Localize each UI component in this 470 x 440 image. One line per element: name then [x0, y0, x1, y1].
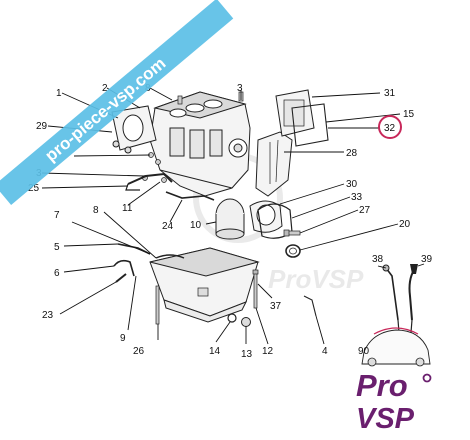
upper-gasket [291, 103, 329, 147]
callout-29: 29 [36, 121, 48, 132]
callout-2: 2 [102, 83, 108, 94]
watermark-text: pro-piece-vsp.com [41, 54, 169, 166]
logo-bottom: VSP [356, 403, 415, 435]
leader-lines [41, 87, 425, 345]
drain-plug [227, 313, 251, 327]
callout-7: 7 [54, 210, 60, 221]
callout-27: 27 [359, 205, 371, 216]
callout-25: 25 [28, 183, 40, 194]
callout-33: 33 [351, 192, 363, 203]
callout-30: 30 [346, 179, 358, 190]
vehicle-sketch [361, 327, 431, 367]
callout-9: 9 [120, 333, 126, 344]
clip-4 [303, 295, 317, 317]
oil-filter [215, 198, 245, 240]
brand-logo: Pro VSP [356, 368, 432, 435]
callout-labels: 1 2 8 3 29 3 25 11 24 10 31 15 32 28 30 … [28, 83, 433, 360]
callout-26: 26 [133, 346, 145, 357]
upper-cover [275, 89, 315, 137]
callout-3-top: 3 [237, 83, 243, 94]
o-ring [285, 244, 301, 258]
callout-6: 6 [54, 268, 60, 279]
callout-24: 24 [162, 221, 174, 232]
callout-8: 8 [93, 205, 99, 216]
callout-38: 38 [372, 254, 384, 265]
callout-12: 12 [262, 346, 274, 357]
callout-14: 14 [209, 346, 221, 357]
callout-13: 13 [241, 349, 253, 360]
pan-bolts [155, 269, 259, 325]
callout-37: 37 [270, 301, 282, 312]
bolt-23 [115, 273, 127, 283]
svg-text:ProVSP: ProVSP [268, 264, 364, 294]
callout-1: 1 [56, 88, 62, 99]
callout-32-highlight [378, 115, 402, 139]
timing-cover [255, 131, 293, 197]
callout-11: 11 [122, 203, 133, 214]
callout-20: 20 [399, 219, 411, 230]
callout-90: 90 [358, 346, 370, 357]
guide-rod [165, 191, 215, 201]
callout-5: 5 [54, 242, 60, 253]
callout-39: 39 [421, 254, 433, 265]
rear-housing [111, 105, 157, 154]
cover-plate [249, 200, 283, 233]
callout-31: 31 [384, 88, 396, 99]
callout-32: 32 [384, 123, 396, 134]
engine-block [149, 91, 251, 197]
callout-4: 4 [322, 346, 328, 357]
callout-10: 10 [190, 220, 202, 231]
oil-pan [149, 247, 260, 323]
callout-28: 28 [346, 148, 358, 159]
bolt-27 [283, 229, 301, 237]
callout-15: 15 [403, 109, 415, 120]
callout-23: 23 [42, 310, 54, 321]
logo-top: Pro [356, 368, 408, 403]
